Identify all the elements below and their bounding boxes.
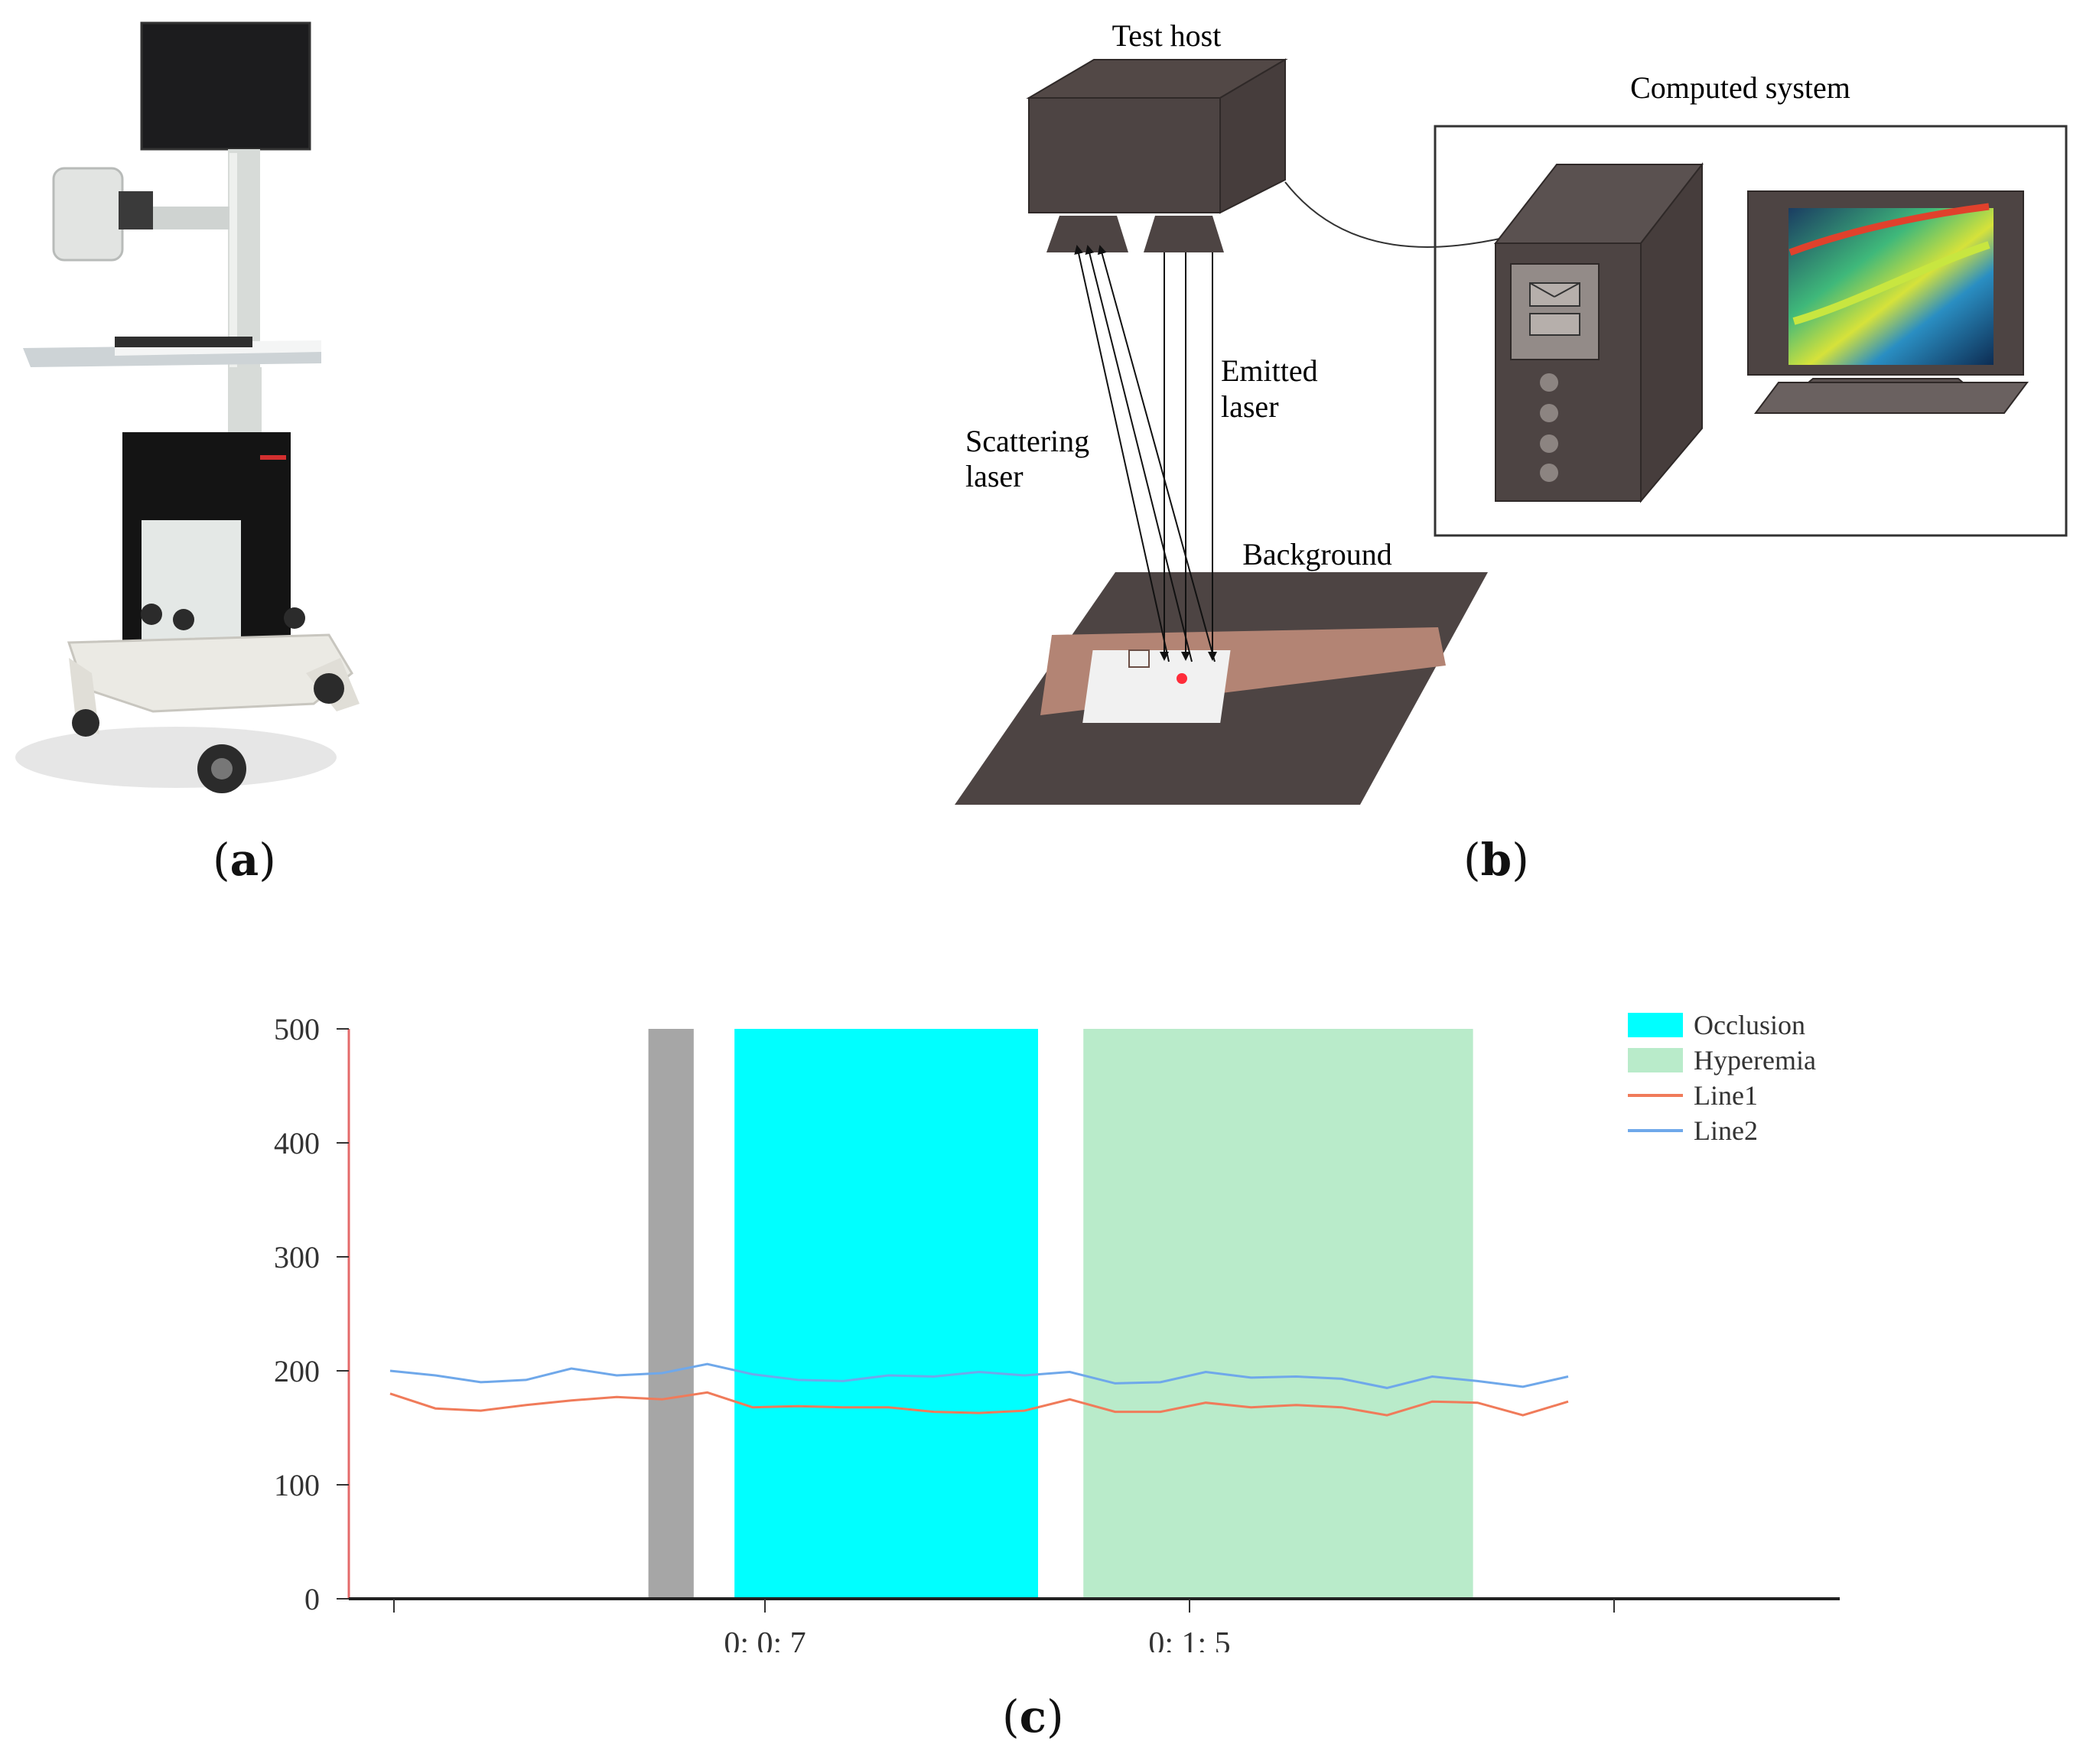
y-tick-label: 200 [274,1354,320,1388]
chart-bands [648,1029,1473,1599]
emitted-laser-label-1: Emitted [1221,353,1318,388]
x-tick-label: 0: 0: 7 [724,1626,806,1652]
device-cart-photo [15,21,360,793]
computer-tower [1493,162,1704,503]
y-tick-label: 100 [274,1468,320,1502]
legend-label: Line1 [1694,1080,1758,1111]
computed-system-label: Computed system [1630,70,1850,105]
scattering-laser-label-2: laser [965,459,1024,493]
panel-a-label: (a) [213,834,276,886]
x-tick-label: 0: 1: 5 [1148,1626,1230,1652]
scattering-laser-label-1: Scattering [965,424,1089,458]
y-tick-label: 0 [304,1582,320,1616]
chart-axes: 0 100 200 300 400 500 0: 0: 7 0: 1: 5 [274,1012,1840,1652]
series-line-line1 [389,1391,1569,1417]
panel-b-label: (b) [1463,834,1529,886]
computer-monitor [1747,190,2029,414]
background-label: Background [1242,537,1392,571]
legend-swatch [1628,1048,1683,1072]
y-tick-label: 300 [274,1240,320,1274]
legend-label: Occlusion [1694,1010,1805,1040]
series-line-line2 [389,1362,1569,1389]
test-host-label: Test host [1112,18,1222,53]
y-tick-label: 500 [274,1012,320,1046]
y-tick-label: 400 [274,1126,320,1160]
legend-label: Hyperemia [1694,1045,1816,1076]
background-plate [955,572,1488,805]
laser-system-diagram: Test host Computed system Background [955,18,2068,805]
chart-series [389,1362,1569,1417]
legend-label: Line2 [1694,1115,1758,1146]
perfusion-chart: 0 100 200 300 400 500 0: 0: 7 0: 1: 5 Occlusion… [274,1010,1840,1652]
occlusion-band [734,1029,1038,1599]
panel-c-label: (c) [1002,1691,1064,1743]
baseline-marker-band [648,1029,694,1599]
computed-system-frame [1434,125,2068,537]
hyperemia-band [1083,1029,1473,1599]
emitted-laser-label-2: laser [1221,389,1279,424]
test-host-box [1026,58,1288,252]
legend-swatch [1628,1013,1683,1037]
